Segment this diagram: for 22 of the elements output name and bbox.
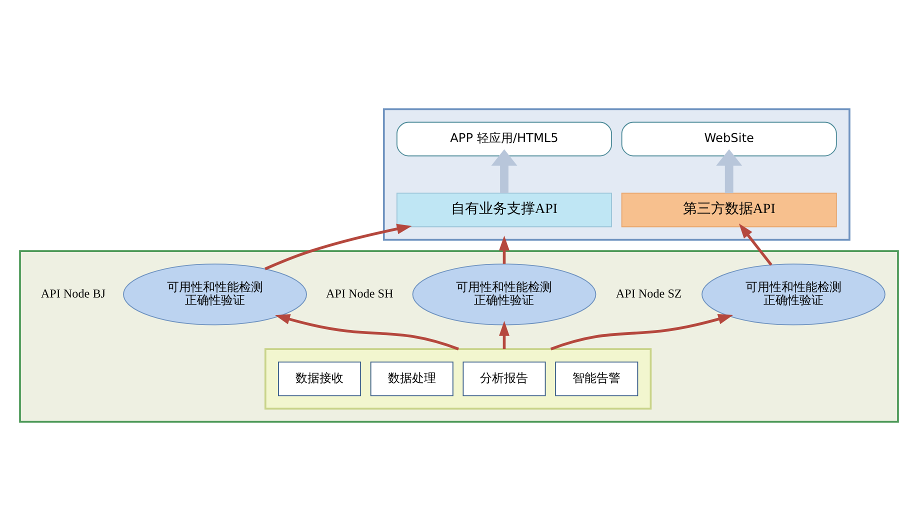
arrow (716, 148, 742, 193)
arrow (499, 235, 510, 264)
cluster (264, 348, 652, 410)
node-box: WebSite (621, 121, 837, 156)
node-box: 智能告警 (555, 361, 638, 396)
node-box: 数据处理 (370, 361, 454, 396)
node-label: API Node SH (326, 286, 394, 300)
node-box: 第三方数据API (621, 192, 837, 227)
arrow (499, 320, 510, 349)
node-ellipse: 可用性和性能检测正确性验证 (412, 263, 596, 325)
node-label: API Node SZ (616, 286, 682, 300)
arrow (274, 314, 459, 350)
node-box: 数据接收 (278, 361, 362, 396)
arrow (738, 222, 772, 266)
arrow (264, 223, 412, 270)
cluster (382, 108, 850, 240)
node-box: APP 轻应用/HTML5 (396, 121, 612, 156)
node-label: API Node BJ (40, 286, 106, 300)
node-box: 自有业务支撑API (396, 192, 612, 227)
node-box: 分析报告 (462, 361, 546, 396)
arrow (550, 314, 734, 350)
arrow (491, 148, 518, 193)
